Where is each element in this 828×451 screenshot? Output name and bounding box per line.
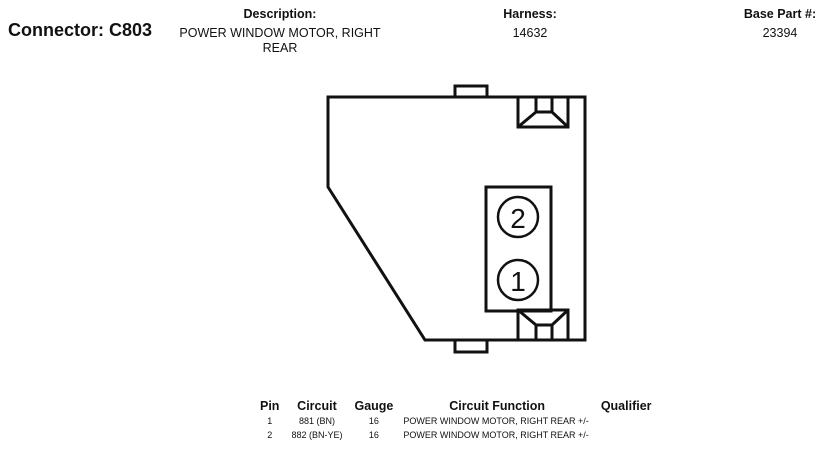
table-row: 2 882 (BN-YE) 16 POWER WINDOW MOTOR, RIG… [254,428,658,442]
col-pin: Pin [260,399,280,413]
qualifier-cell [595,414,658,428]
top-tab [453,84,489,96]
col-circuit-function: Circuit Function [449,399,546,413]
bottom-latch [516,308,570,342]
description-label: Description: [243,7,317,21]
connector-title: Connector: C803 [8,20,153,40]
gauge-cell: 16 [368,416,379,426]
pin-2-label: 2 [510,203,526,234]
base-part-value: 23394 [762,26,798,40]
pin-table-header: Pin Circuit Gauge Circuit Function Quali… [254,398,658,414]
circuit-cell: 882 (BN-YE) [291,430,343,440]
bottom-tab [453,341,489,354]
connector-body [326,95,587,342]
circuit-cell: 881 (BN) [298,416,335,426]
pin-cell: 1 [267,416,273,426]
harness-label: Harness: [503,7,557,21]
function-cell: POWER WINDOW MOTOR, RIGHT REAR +/- [403,430,589,440]
pin-1-circle [496,258,540,302]
base-part-label: Base Part #: [743,7,817,21]
harness-value: 14632 [512,26,548,40]
pin-cell: 2 [267,430,273,440]
description-value: POWER WINDOW MOTOR, RIGHT REAR [179,26,381,55]
top-latch [516,95,570,129]
function-cell: POWER WINDOW MOTOR, RIGHT REAR +/- [403,416,589,426]
col-circuit: Circuit [297,399,337,413]
pin-table: Pin Circuit Gauge Circuit Function Quali… [254,398,658,442]
pin-2-circle [496,195,540,239]
col-qualifier: Qualifier [600,399,652,413]
table-row: 1 881 (BN) 16 POWER WINDOW MOTOR, RIGHT … [254,414,658,428]
col-gauge: Gauge [354,399,394,413]
gauge-cell: 16 [368,430,379,440]
qualifier-cell [595,428,658,442]
pin-1-label: 1 [510,266,526,297]
